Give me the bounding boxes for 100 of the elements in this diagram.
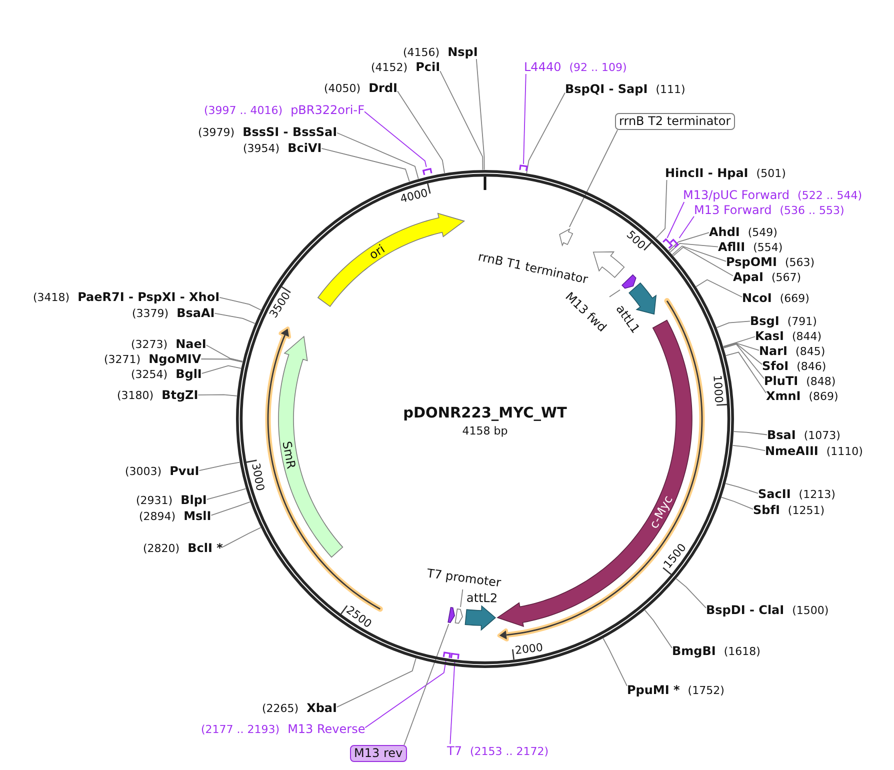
restriction-site-label: BspQI - SapI (111): [565, 82, 686, 96]
leader-line: [602, 638, 628, 686]
plasmid-feature: [476, 249, 626, 286]
leader-line: [460, 588, 464, 608]
restriction-site-label: (4152) PciI: [371, 60, 440, 74]
primer-label: (3997 .. 4016) pBR322ori-F: [204, 103, 364, 117]
feature-label: attL2: [466, 590, 498, 606]
leader-line: [721, 496, 754, 510]
leader-line: [198, 462, 240, 472]
leader-line: [476, 58, 485, 170]
feature-label-tag: M13 rev: [350, 745, 407, 762]
leader-line: [526, 92, 566, 174]
primer-label: L4440 (92 .. 109): [524, 60, 627, 74]
leader-line: [716, 320, 750, 328]
leader-line: [733, 431, 768, 436]
feature-label: SmR: [280, 440, 299, 470]
leader-line: [672, 246, 734, 276]
primer-label: M13 Forward (536 .. 553): [694, 203, 844, 217]
plasmid-feature: [558, 227, 574, 247]
leader-line: [670, 242, 718, 253]
restriction-site-label: PspOMI (563): [726, 255, 815, 269]
leader-line: [336, 658, 416, 708]
leader-line: [644, 610, 672, 648]
restriction-site-label: SfoI (846): [762, 359, 826, 373]
restriction-site-label: (4156) NspI: [403, 45, 478, 59]
leader-line: [726, 352, 766, 394]
leader-line: [222, 527, 262, 548]
leader-line: [450, 660, 456, 744]
restriction-site-label: NcoI (669): [742, 291, 810, 305]
primer-bracket-icon: [422, 167, 433, 177]
restriction-site-label: PluTI (848): [764, 374, 836, 388]
leader-line: [198, 394, 238, 396]
restriction-site-label: (2931) BlpI: [136, 493, 207, 507]
primer-label: (2177 .. 2193) M13 Reverse: [201, 722, 366, 736]
primer-bracket-icon: [661, 238, 673, 250]
leader-line: [206, 344, 244, 362]
restriction-site-label: (3003) PvuI: [125, 464, 200, 478]
leader-line: [723, 344, 764, 379]
restriction-site-label: (3954) BciVI: [243, 141, 322, 155]
plasmid-size: 4158 bp: [462, 424, 508, 438]
tick-label: 4000: [398, 186, 429, 206]
restriction-site-label: (2265) XbaI: [262, 701, 337, 715]
leader-line: [676, 578, 706, 608]
tick-label: 2000: [514, 641, 544, 658]
restriction-site-label: (2820) BclI *: [143, 541, 223, 555]
leader-line: [732, 445, 766, 452]
restriction-site-label: AflII (554): [718, 240, 783, 254]
restriction-site-label: KasI (844): [755, 329, 822, 343]
restriction-site-label: (3180) BtgZI: [117, 388, 198, 402]
restriction-site-label: XmnI (869): [766, 389, 838, 403]
primer-label: T7 (2153 .. 2172): [447, 744, 549, 758]
leader-line: [200, 358, 243, 363]
leader-line: [668, 232, 710, 252]
restriction-site-label: NmeAIII (1110): [765, 444, 863, 458]
primer-bracket-icon: [442, 651, 452, 660]
leader-line: [696, 279, 742, 298]
primer-bracket-icon: [518, 164, 529, 173]
leader-line: [210, 502, 250, 516]
restriction-site-label: (4050) DrdI: [324, 81, 398, 95]
leader-line: [364, 660, 446, 728]
leader-line: [364, 111, 427, 168]
restriction-site-label: (3254) BglI: [131, 367, 202, 381]
primer-bracket-icon: [669, 238, 680, 249]
leader-line: [523, 74, 526, 164]
feature-label-tag: rrnB T2 terminator: [615, 113, 735, 130]
leader-line: [214, 312, 256, 324]
restriction-site-label: (2894) MslI: [139, 509, 212, 523]
leader-line: [219, 297, 262, 310]
restriction-site-label: BsaI (1073): [767, 428, 840, 442]
restriction-site-label: ApaI (567): [733, 270, 802, 284]
leader-line: [723, 342, 760, 351]
restriction-site-label: BspDI - ClaI (1500): [706, 603, 829, 617]
restriction-site-label: (3273) NaeI: [131, 337, 206, 351]
tick-label: 1000: [710, 374, 725, 403]
leader-line: [656, 180, 668, 238]
tick-label: 3000: [248, 462, 267, 492]
restriction-site-label: (3418) PaeR7I - PspXI - XhoI: [33, 290, 220, 304]
plasmid-feature: [464, 590, 498, 632]
primer-bracket-icon: [449, 652, 460, 661]
leader-line: [569, 130, 618, 228]
leader-line: [722, 336, 756, 347]
plasmid-name: pDONR223_MYC_WT: [403, 406, 567, 422]
plasmid-feature: [454, 607, 464, 625]
feature-label: ori: [366, 242, 387, 262]
restriction-site-label: (3379) BsaAI: [132, 306, 215, 320]
primer-label: M13/pUC Forward (522 .. 544): [683, 188, 862, 202]
restriction-site-label: SbfI (1251): [753, 503, 824, 517]
restriction-site-label: (3271) NgoMIV: [104, 352, 202, 366]
plasmid-feature: [620, 273, 638, 290]
plasmid-feature: [446, 606, 456, 624]
leader-line: [321, 148, 410, 182]
restriction-site-label: NarI (845): [759, 344, 826, 358]
leader-line: [336, 132, 419, 180]
feature-label: T7 promoter: [426, 566, 502, 590]
leader-line: [404, 624, 450, 746]
plasmid-feature: [316, 212, 466, 308]
restriction-site-label: SacII (1213): [758, 487, 836, 501]
restriction-site-label: HincII - HpaI (501): [665, 166, 786, 180]
leader-line: [725, 483, 758, 494]
restriction-site-label: PpuMI * (1752): [627, 683, 724, 697]
